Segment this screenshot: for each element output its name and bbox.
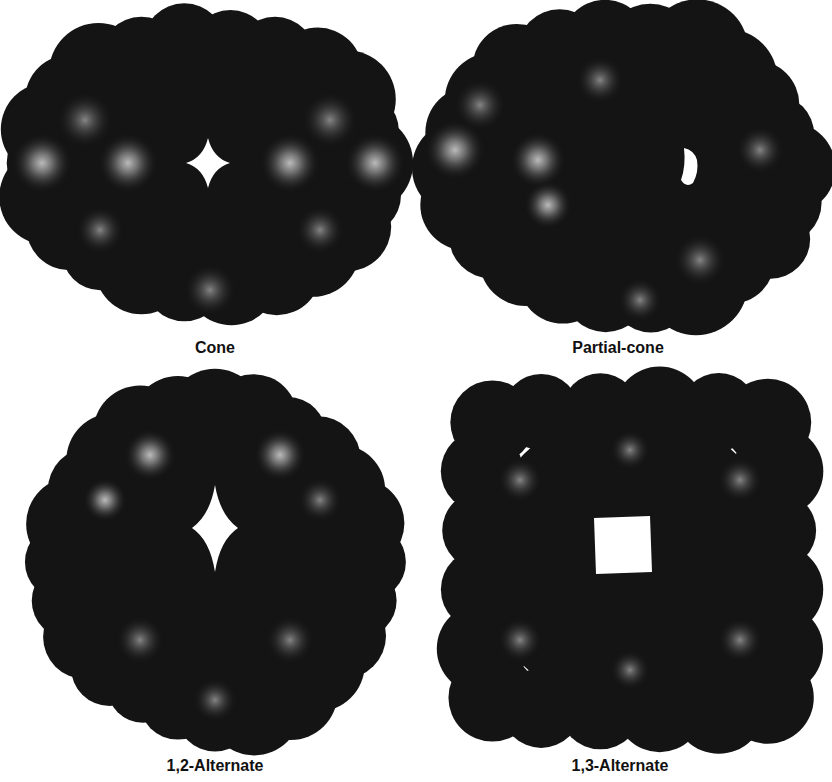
one-three-alternate-model xyxy=(437,366,824,753)
partial-cone-model xyxy=(412,0,832,335)
conformer-label: 1,3-Alternate xyxy=(572,757,669,775)
conformer-label: Cone xyxy=(195,339,235,357)
cone-model xyxy=(0,3,413,325)
conformer-label: Partial-cone xyxy=(572,339,664,357)
one-two-alternate-model xyxy=(25,369,406,756)
conformer-label: 1,2-Alternate xyxy=(167,757,264,775)
